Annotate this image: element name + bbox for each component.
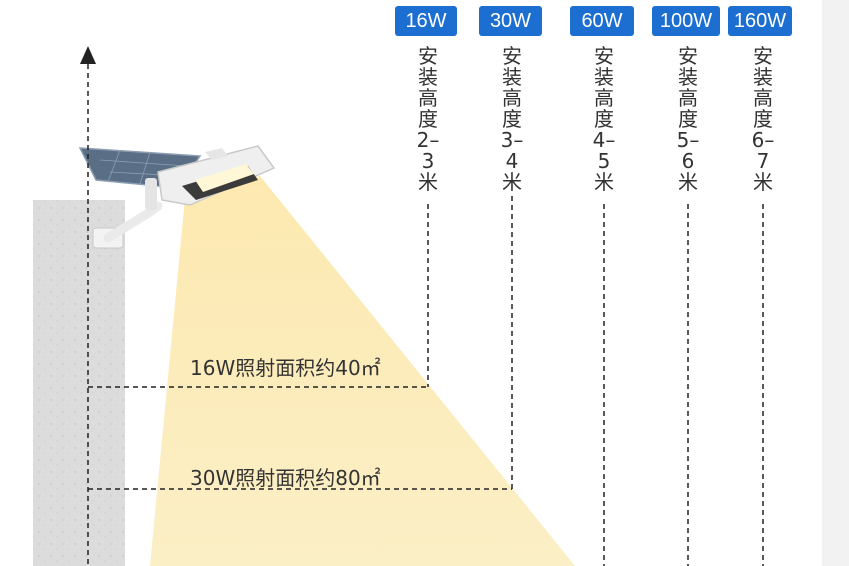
concrete-wall (33, 200, 125, 566)
install-height-16w: 安装高度2–3米 (416, 44, 440, 194)
install-height-160w: 安装高度6–7米 (751, 44, 775, 194)
power-badge-100w: 100W (652, 6, 720, 36)
install-height-60w: 安装高度4–5米 (592, 44, 616, 194)
install-height-100w: 安装高度5–6米 (676, 44, 700, 194)
install-height-30w: 安装高度3–4米 (500, 44, 524, 194)
power-badge-60w: 60W (570, 6, 634, 36)
coverage-label-30w: 30W照射面积约80㎡ (190, 466, 381, 490)
arrow-up-icon (80, 46, 96, 64)
solar-street-lamp-icon (78, 145, 276, 249)
light-beam (150, 176, 575, 566)
power-badge-30w: 30W (479, 6, 542, 36)
power-badge-160w: 160W (728, 6, 792, 36)
right-edge-strip (822, 0, 849, 566)
coverage-label-16w: 16W照射面积约40㎡ (190, 356, 381, 380)
power-badge-16w: 16W (395, 6, 457, 36)
